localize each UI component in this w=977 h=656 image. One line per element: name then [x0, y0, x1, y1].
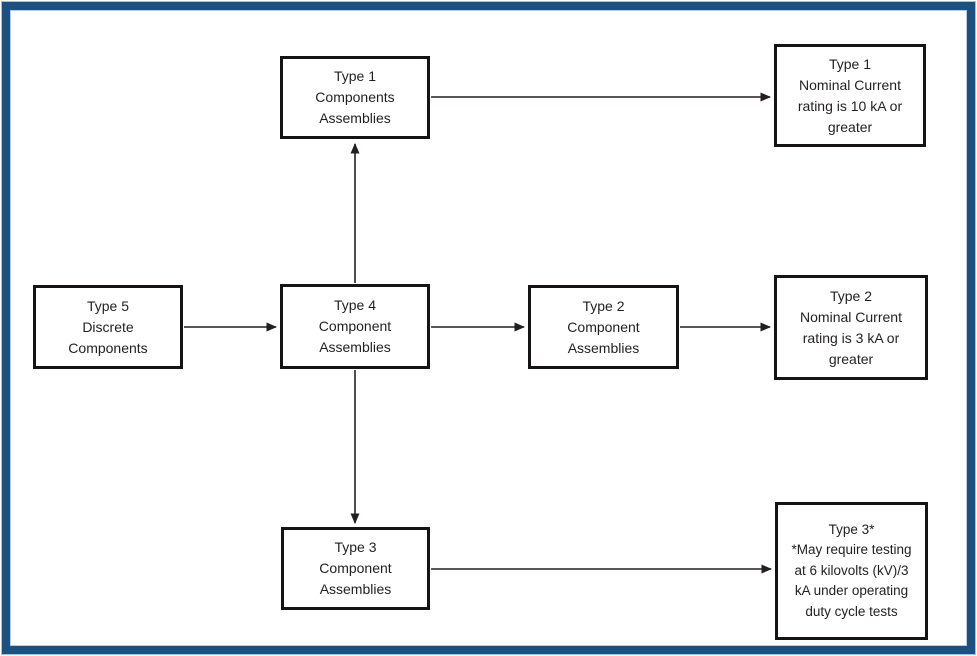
node-type3-testing-note: Type 3* *May require testing at 6 kilovo…	[775, 502, 928, 640]
node-type3-component-assemblies: Type 3 Component Assemblies	[281, 527, 430, 610]
node-type5-discrete-components: Type 5 Discrete Components	[33, 285, 183, 369]
node-type1-components-assemblies: Type 1 Components Assemblies	[280, 56, 430, 139]
node-type2-nominal-current-note: Type 2 Nominal Current rating is 3 kA or…	[774, 275, 928, 380]
node-type4-component-assemblies: Type 4 Component Assemblies	[280, 284, 430, 369]
node-type1-nominal-current-note: Type 1 Nominal Current rating is 10 kA o…	[774, 44, 926, 147]
node-type2-component-assemblies: Type 2 Component Assemblies	[528, 285, 679, 369]
